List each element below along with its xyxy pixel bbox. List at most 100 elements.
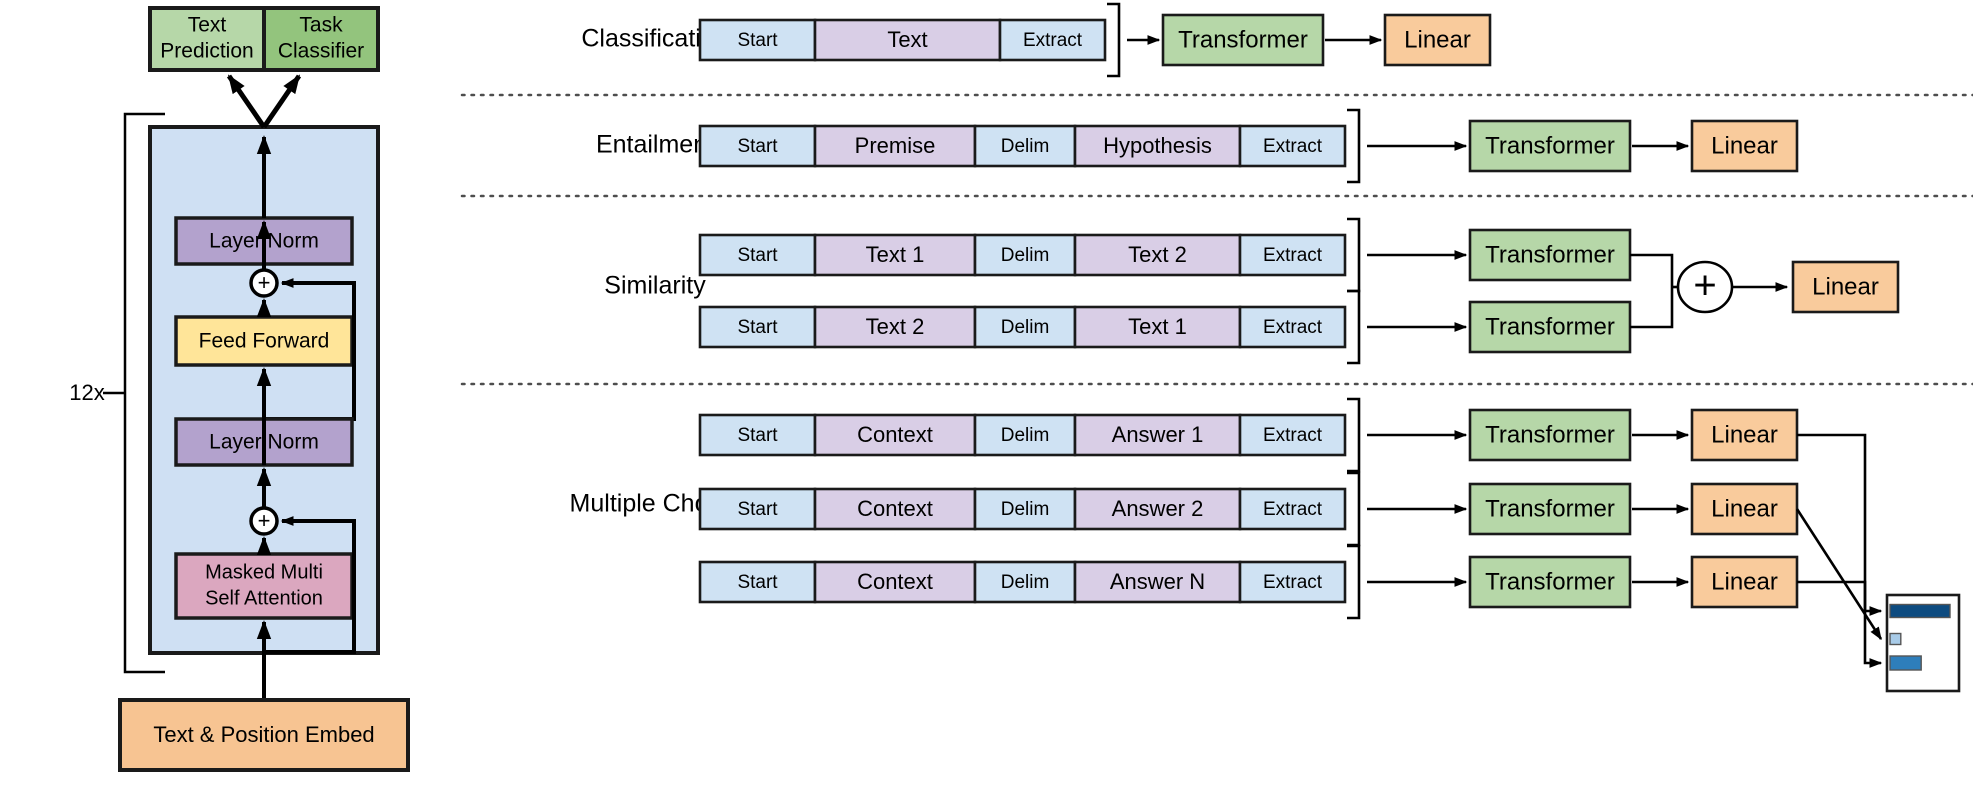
task-classifier-box	[262, 6, 380, 72]
token-cell-start	[698, 18, 817, 62]
text-position-embed-box	[118, 698, 410, 772]
transformer-label-2-1: Transformer	[1485, 313, 1615, 340]
token-label-2-0-0: Start	[737, 245, 778, 266]
token-label-3-2-2: Delim	[1001, 572, 1050, 593]
linear-label-similarity: Linear	[1812, 273, 1879, 300]
transformer-label-3-1: Transformer	[1485, 495, 1615, 522]
token-label-2-0-1: Text 1	[866, 242, 925, 267]
linear-box-0-0	[1383, 13, 1492, 67]
token-label-2-1-2: Delim	[1001, 317, 1050, 338]
linear-label-3-2: Linear	[1711, 568, 1778, 595]
token-label-1-0-0: Start	[737, 136, 778, 157]
token-label-1-0-2: Delim	[1001, 136, 1050, 157]
transformer-label-2-0: Transformer	[1485, 241, 1615, 268]
masked-self-attention-label-line2: Self Attention	[205, 587, 323, 609]
transformer-label-3-2: Transformer	[1485, 568, 1615, 595]
token-cell-start	[698, 124, 817, 168]
token-cell-extract	[1238, 305, 1347, 349]
token-cell-extract	[1238, 413, 1347, 457]
token-label-3-1-2: Delim	[1001, 499, 1050, 520]
token-label-0-0-1: Text	[887, 27, 927, 52]
sequence-bracket-1-0	[1347, 108, 1361, 184]
transformer-box-1-0	[1468, 119, 1632, 173]
residual-add-bottom-symbol: +	[258, 508, 271, 533]
token-cell-delim	[973, 124, 1077, 168]
linear-box-similarity	[1791, 260, 1900, 314]
token-label-3-0-2: Delim	[1001, 425, 1050, 446]
token-cell-start	[698, 560, 817, 604]
token-label-3-0-0: Start	[737, 425, 778, 446]
text-prediction-label-line1: Text	[188, 14, 227, 37]
token-cell-context	[813, 560, 977, 604]
token-label-1-0-3: Hypothesis	[1103, 133, 1212, 158]
token-label-3-1-3: Answer 2	[1112, 496, 1204, 521]
token-label-3-1-0: Start	[737, 499, 778, 520]
linear-label-3-0: Linear	[1711, 421, 1778, 448]
arrow-to-task-classifier	[261, 74, 302, 129]
token-label-2-1-0: Start	[737, 317, 778, 338]
token-label-3-1-1: Context	[857, 496, 933, 521]
token-cell-delim	[973, 233, 1077, 277]
token-label-2-0-4: Extract	[1263, 245, 1323, 266]
token-cell-context	[813, 413, 977, 457]
residual-add-top-symbol: +	[258, 270, 271, 295]
masked-self-attention-label-line1: Masked Multi	[205, 561, 323, 583]
text-prediction-box	[148, 6, 266, 72]
transformer-label-1-0: Transformer	[1485, 132, 1615, 159]
token-label-1-0-4: Extract	[1263, 136, 1323, 157]
residual-add-top-icon	[249, 268, 279, 298]
token-label-0-0-0: Start	[737, 30, 778, 51]
sequence-bracket-0-0	[1107, 2, 1121, 78]
transformer-box-3-0	[1468, 408, 1632, 462]
sequence-bracket-3-1	[1347, 471, 1361, 547]
similarity-join-top	[1630, 253, 1674, 287]
softmax-bar-0	[1889, 603, 1951, 619]
feed-forward-box	[174, 315, 354, 367]
feed-forward-label: Feed Forward	[199, 330, 330, 353]
token-label-3-2-3: Answer N	[1110, 569, 1205, 594]
task-row-entailment: Entailment Start Premise Delim Hypothesis Ext…	[596, 108, 1799, 184]
transformer-label-0-0: Transformer	[1178, 26, 1308, 53]
linear-label-3-1: Linear	[1711, 495, 1778, 522]
sequence-bracket-3-2	[1347, 544, 1361, 620]
linear-label-1-0: Linear	[1711, 132, 1778, 159]
token-label-2-0-3: Text 2	[1128, 242, 1187, 267]
token-cell-text-2	[813, 305, 977, 349]
token-cell-extract	[1238, 124, 1347, 168]
linear-box-1-0	[1690, 119, 1799, 173]
mc-route-2	[1795, 508, 1883, 641]
residual-add-bottom-icon	[249, 506, 279, 536]
transformer-box-2-1	[1468, 300, 1632, 354]
token-sequence-3-1: Start Context Delim Answer 2 Extract	[698, 487, 1347, 531]
linear-box-3-0	[1690, 408, 1799, 462]
transformer-label-3-0: Transformer	[1485, 421, 1615, 448]
similarity-add-symbol: +	[1693, 264, 1716, 308]
transformer-box-2-0	[1468, 228, 1632, 282]
token-cell-extract	[1238, 487, 1347, 531]
token-cell-answer-n	[1073, 560, 1242, 604]
token-cell-extract	[1238, 233, 1347, 277]
sequence-bracket-2-1	[1347, 289, 1361, 365]
token-cell-answer-2	[1073, 487, 1242, 531]
task-name-label-1: Entailment	[596, 131, 714, 159]
mc-route-1	[1797, 433, 1883, 616]
linear-label-0-0: Linear	[1404, 26, 1471, 53]
token-label-3-0-4: Extract	[1263, 425, 1323, 446]
token-cell-start	[698, 305, 817, 349]
token-cell-premise	[813, 124, 977, 168]
token-label-1-0-1: Premise	[855, 133, 936, 158]
token-cell-text-2	[1073, 233, 1242, 277]
token-label-3-2-4: Extract	[1263, 572, 1323, 593]
token-label-3-1-4: Extract	[1263, 499, 1323, 520]
sequence-bracket-2-0	[1347, 217, 1361, 293]
